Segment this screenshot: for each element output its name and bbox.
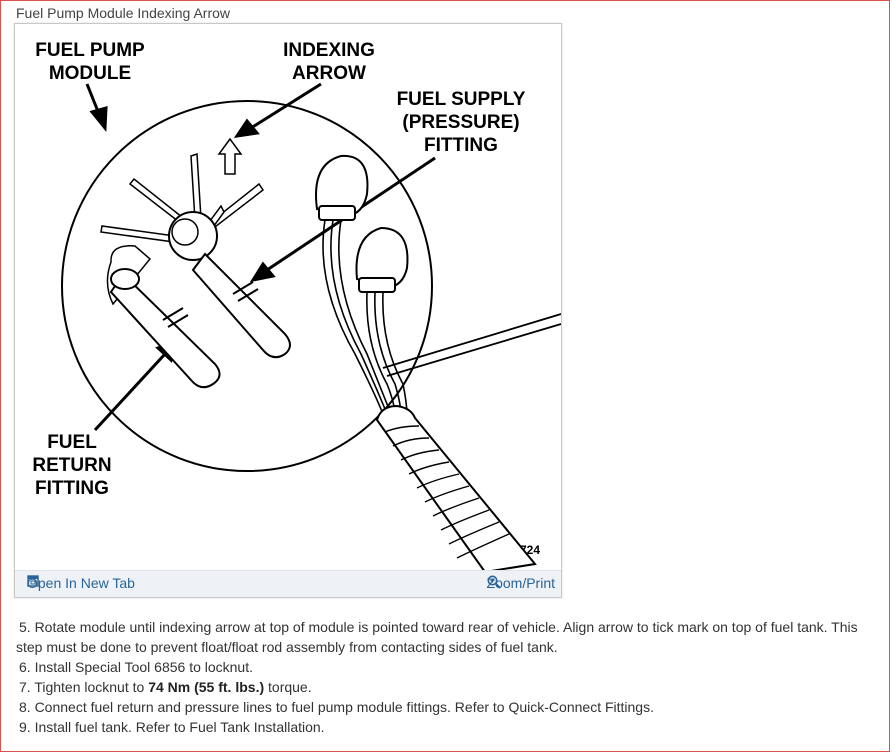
label-arrow: ARROW xyxy=(292,63,366,84)
label-indexing: INDEXING xyxy=(283,40,375,61)
label-fuel-pump: FUEL PUMP xyxy=(35,40,145,61)
zoom-icon xyxy=(487,575,501,589)
label-return: RETURN xyxy=(32,455,111,476)
step-5: 5. Rotate module until indexing arrow at… xyxy=(16,619,858,655)
external-lines xyxy=(382,313,561,377)
zoom-print-label: Zoom/Print xyxy=(486,575,555,591)
fuel-return-fitting xyxy=(109,268,221,389)
fuel-supply-fitting xyxy=(191,252,291,359)
step-6: 6. Install Special Tool 6856 to locknut. xyxy=(19,659,254,675)
step-8: 8. Connect fuel return and pressure line… xyxy=(19,699,654,715)
step-9: 9. Install fuel tank. Refer to Fuel Tank… xyxy=(19,719,325,735)
new-tab-icon xyxy=(27,575,39,587)
figure-container: FUEL PUMP MODULE INDEXING ARROW FUEL SUP… xyxy=(14,23,562,598)
label-pressure: (PRESSURE) xyxy=(402,112,519,133)
torque-value: 74 Nm (55 ft. lbs.) xyxy=(148,679,265,695)
procedure-steps: 5. Rotate module until indexing arrow at… xyxy=(16,617,882,737)
label-fitting-return: FITTING xyxy=(35,478,109,499)
wiring-conduit xyxy=(375,404,537,572)
label-fuel-supply: FUEL SUPPLY xyxy=(397,89,526,110)
label-module: MODULE xyxy=(49,63,131,84)
label-fuel: FUEL xyxy=(47,432,97,453)
open-in-new-tab-link[interactable]: Open In New Tab xyxy=(27,575,135,591)
float-spokes xyxy=(100,152,265,243)
fuel-pump-module-illustration[interactable]: FUEL PUMP MODULE INDEXING ARROW FUEL SUP… xyxy=(15,24,561,572)
indexing-arrow-icon xyxy=(217,137,243,175)
label-fitting-supply: FITTING xyxy=(424,135,498,156)
figure-footer: Open In New Tab Zoom/Print xyxy=(15,570,561,597)
electrical-connectors xyxy=(315,154,409,293)
zoom-print-link[interactable]: Zoom/Print xyxy=(487,575,555,591)
figure-title: Fuel Pump Module Indexing Arrow xyxy=(16,5,230,21)
open-in-new-tab-label: Open In New Tab xyxy=(27,575,135,591)
step-7: 7. Tighten locknut to 74 Nm (55 ft. lbs.… xyxy=(19,679,312,695)
